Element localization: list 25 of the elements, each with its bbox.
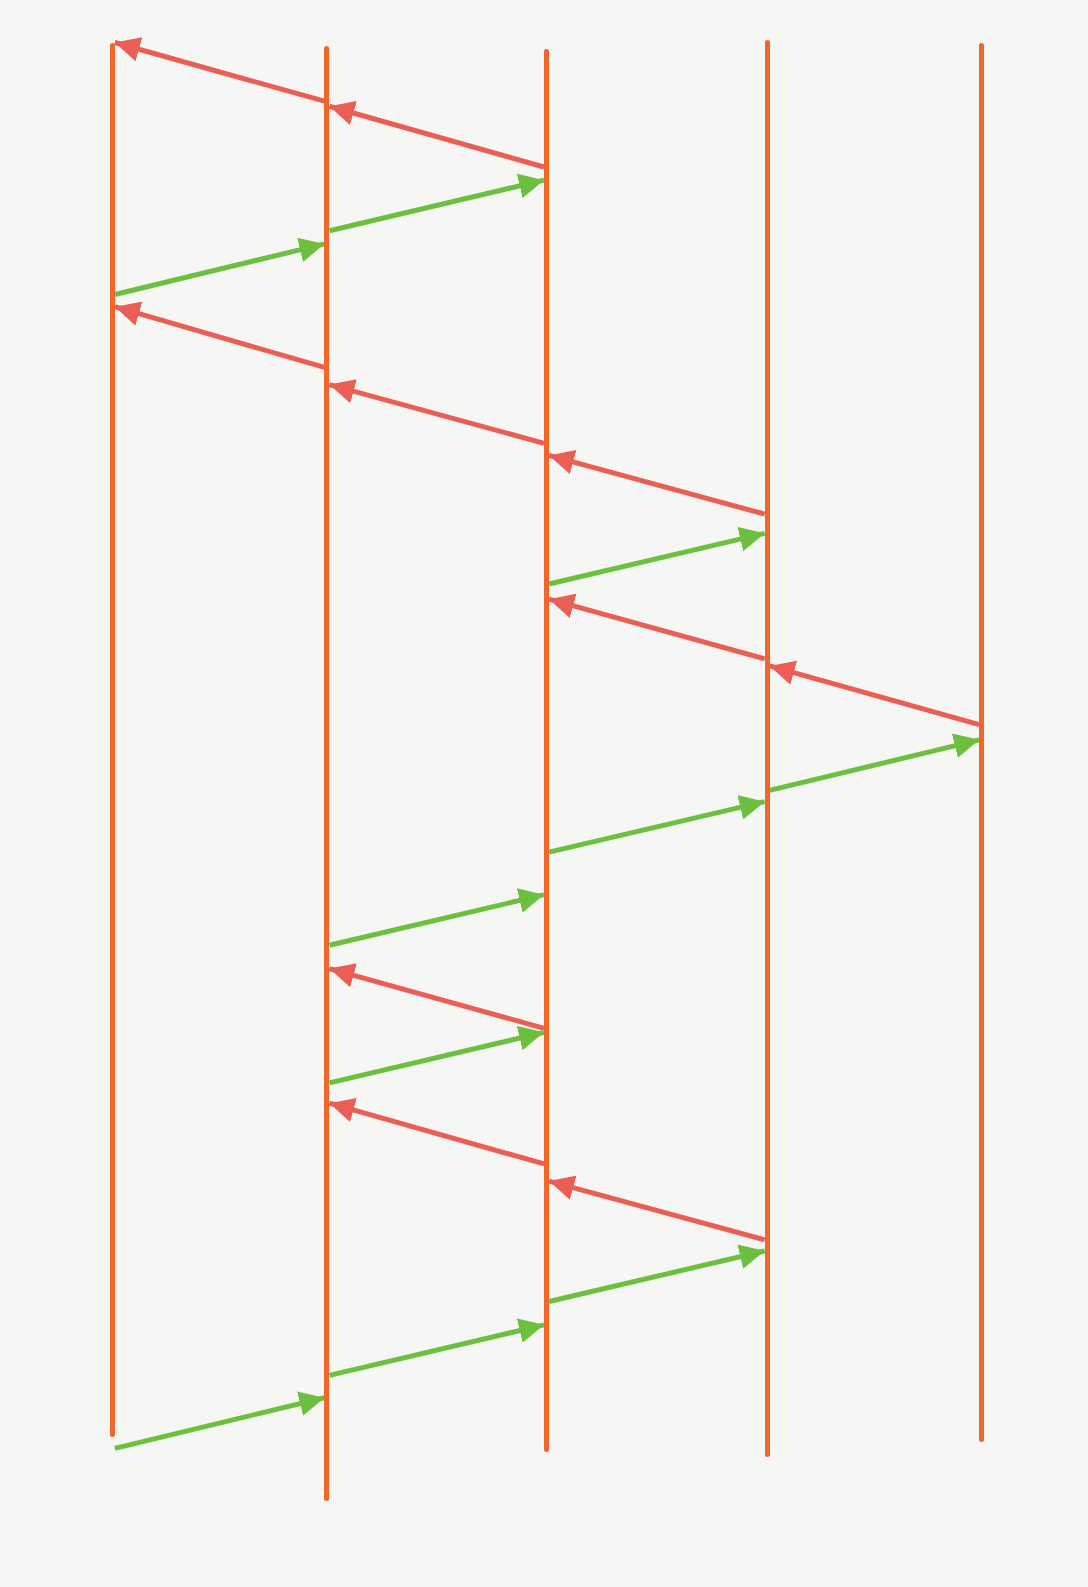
arrow [114,301,326,370]
arrow [114,1391,325,1451]
arrow [548,449,766,517]
arrow [548,795,766,855]
arrow [328,101,545,170]
arrow [328,379,545,446]
arrow [548,1175,766,1243]
arrow [769,660,980,728]
lifeline [109,42,115,1438]
lifeline [764,40,770,1458]
arrow [328,963,545,1031]
arrow [114,237,325,297]
arrow [548,526,766,587]
arrow [328,1318,545,1378]
arrow [769,733,980,793]
lifeline [979,42,985,1443]
arrow [548,593,766,662]
arrow [328,1025,545,1086]
lifeline [544,48,549,1453]
lifeline [324,45,330,1501]
arrow [328,888,545,948]
arrow [114,37,326,104]
arrow [548,1244,766,1304]
arrow [328,173,545,234]
arrow [328,1097,545,1167]
